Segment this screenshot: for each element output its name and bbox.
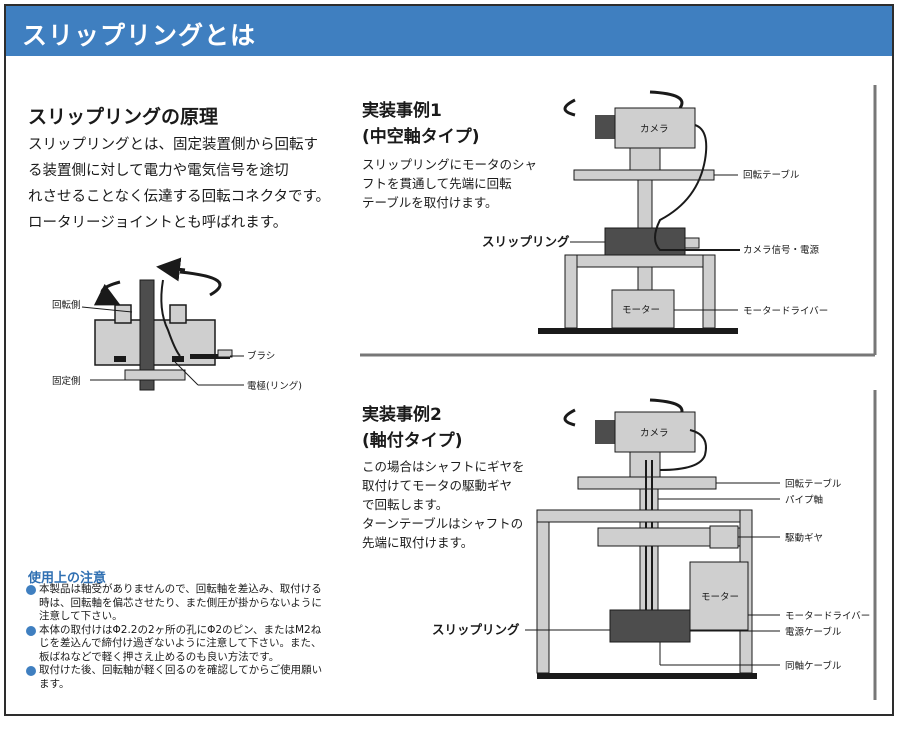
motor: [611, 289, 675, 329]
slip-ring: [604, 227, 686, 259]
example2-diagram: カメラ モーター 回転テーブル パイプ軸 駆動ギヤ モータードライバー 電源ケー…: [432, 390, 877, 700]
principle-text: スリップリングとは、固定装置側から回転す る装置側に対して電力や電気信号を途切 …: [28, 132, 330, 236]
example1-diagram: カメラ モーター 回転テーブル スリップリング カメラ信号・電源 モータードライ…: [360, 85, 877, 357]
svg-text:カメラ: カメラ: [640, 428, 669, 439]
principle-heading: スリップリングの原理: [28, 106, 219, 128]
label-electrode: 電極(リング): [247, 380, 302, 392]
example1-text: スリップリングにモータのシャ フトを貫通して先端に回転 テーブルを取付けます。: [362, 157, 538, 210]
camera-lens: [595, 115, 615, 139]
label-power: 電源ケーブル: [785, 626, 842, 638]
page-title: スリップリングとは: [22, 21, 257, 50]
principle-line: スリップリングとは、固定装置側から回転す: [28, 137, 318, 153]
label-driver: モータードライバー: [743, 306, 828, 317]
rotating-shaft: [139, 279, 155, 391]
rotary-table: [573, 169, 715, 181]
principle-diagram: 回転側 固定側 ブラシ 電極(リング): [52, 257, 302, 392]
rotation-arrow: [563, 408, 576, 427]
label-slipring: スリップリング: [482, 234, 570, 249]
svg-text:モーター: モーター: [701, 592, 739, 603]
label-pipe: パイプ軸: [785, 494, 823, 506]
label-coax: 同軸ケーブル: [785, 660, 842, 672]
label-slipring: スリップリング: [432, 622, 520, 637]
fixed-base: [124, 369, 186, 381]
example2-title: 実装事例2 (軸付タイプ): [362, 405, 463, 451]
motor: [689, 561, 749, 631]
notes-list: 本製品は軸受がありませんので、回転軸を差込み、取付ける時は、回転軸を偏芯させたり…: [26, 583, 326, 691]
pipe-shaft: [639, 488, 659, 620]
base-plate: [538, 328, 738, 334]
example1-title: 実装事例1 (中空軸タイプ): [362, 101, 480, 147]
note-item: 本製品は軸受がありませんので、回転軸を差込み、取付ける時は、回転軸を偏芯させたり…: [26, 583, 326, 624]
brush: [190, 354, 230, 359]
rotation-arrow-left: [93, 280, 121, 306]
label-brush: ブラシ: [247, 350, 275, 362]
label-driver: モータードライバー: [785, 611, 870, 622]
page-frame: [4, 4, 894, 716]
electrode: [114, 356, 126, 362]
drive-gear: [709, 525, 739, 549]
svg-text:カメラ: カメラ: [640, 124, 669, 135]
label-table: 回転テーブル: [743, 169, 800, 181]
title-banner: スリップリングとは: [6, 6, 892, 56]
label-rotating: 回転側: [52, 299, 81, 311]
bullet-icon: [26, 625, 36, 636]
note-item: 本体の取付けはΦ2.2の2ヶ所の孔にΦ2のピン、またはM2ねじを差込んで締付け過…: [26, 624, 326, 665]
label-table: 回転テーブル: [785, 478, 842, 490]
notes-title: 使用上の注意: [28, 571, 107, 586]
label-gear: 駆動ギヤ: [785, 533, 823, 544]
label-fixed: 固定側: [52, 375, 81, 387]
bullet-icon: [26, 666, 36, 676]
camera-lens: [595, 420, 615, 444]
bullet-icon: [26, 585, 36, 595]
note-item: 取付けた後、回転軸が軽く回るのを確認してからご使用願います。: [26, 664, 326, 691]
principle-line: れさせることなく伝達する回転コネクタです。: [28, 189, 331, 205]
svg-text:モーター: モーター: [622, 305, 660, 316]
principle-line: ロータリージョイントとも呼ばれます。: [28, 215, 288, 231]
label-signal: カメラ信号・電源: [743, 244, 820, 256]
slip-ring: [609, 609, 691, 643]
rotation-arrow-right: [179, 270, 222, 297]
principle-line: る装置側に対して電力や電気信号を途切: [28, 163, 289, 179]
base-plate: [537, 673, 757, 679]
example2-text: この場合はシャフトにギヤを 取付けてモータの駆動ギヤ で回転します。 ターンテー…: [362, 459, 525, 550]
rotation-arrow: [563, 98, 576, 117]
